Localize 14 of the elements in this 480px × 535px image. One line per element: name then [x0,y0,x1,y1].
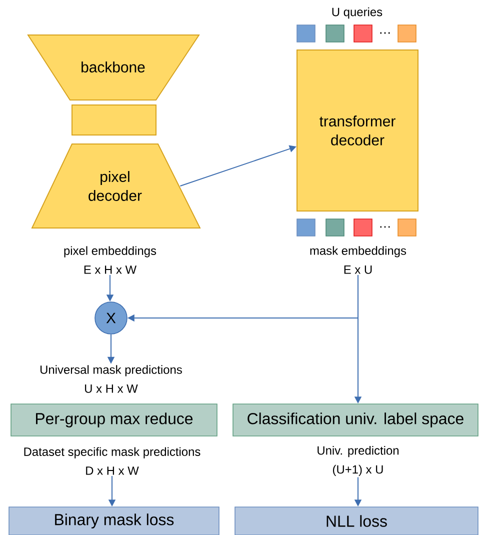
prediction-label: Dataset specific mask predictions D x H x W [24,447,200,475]
process-box: Per-group max reduce [10,404,218,436]
connector-block [72,104,156,136]
mask-embeddings-label: mask embeddings E x U [310,246,406,274]
text-label: U queries [332,7,382,19]
ellipsis: … [380,226,390,228]
transformer-box: transformer decoder [296,50,418,212]
prediction-label: Univ. prediction (U+1) x U [318,446,399,476]
loss-box: NLL loss [234,506,478,535]
process-box: Classification univ. label space [232,404,478,436]
loss-box: Binary mask loss [8,506,220,535]
ellipsis: … [380,32,390,34]
pixel-embeddings-label: pixel embeddings E x H x W [64,246,156,274]
prediction-label: Universal mask predictions U x H x W [40,365,182,393]
